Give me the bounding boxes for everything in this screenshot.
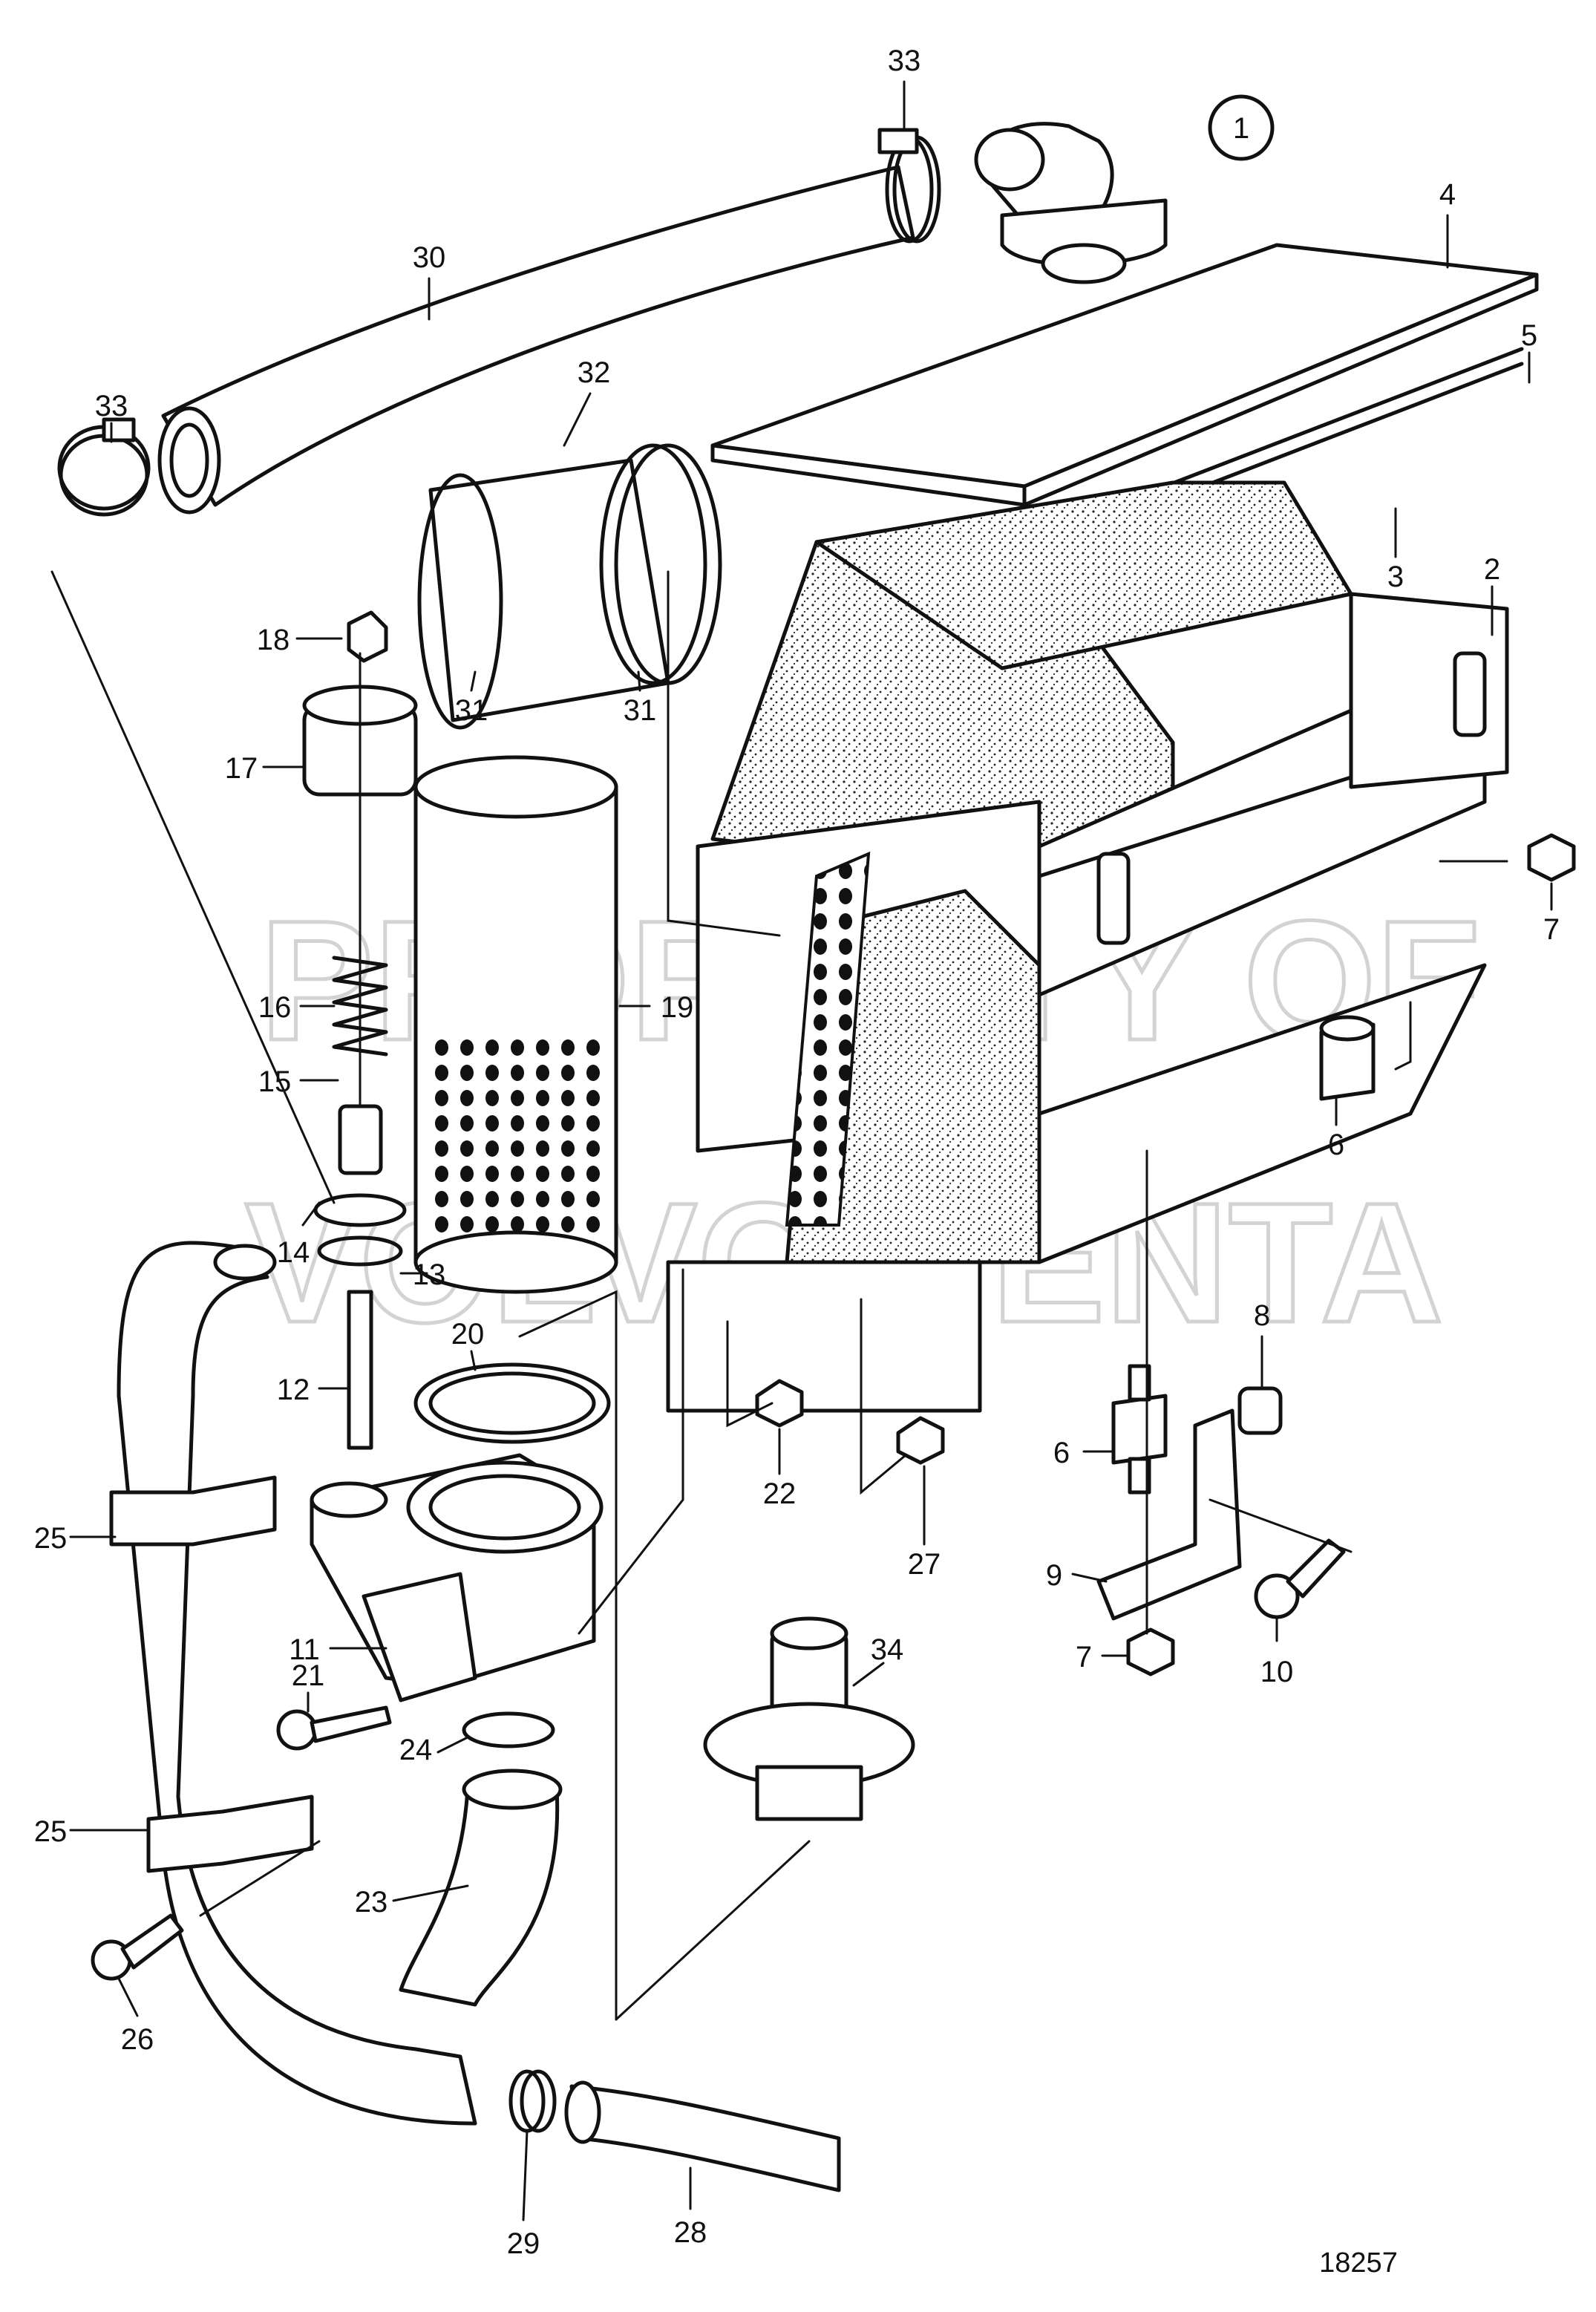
mount-6-lower	[1111, 1364, 1168, 1495]
callout-18: 18	[257, 624, 290, 656]
o-ring-24	[462, 1711, 555, 1748]
callout-10: 10	[1260, 1656, 1294, 1688]
callout-leaders	[69, 80, 1553, 2221]
callout-34: 34	[871, 1633, 904, 1666]
assembly-lines	[50, 570, 1508, 2021]
reference-number: 18257	[1319, 2247, 1398, 2279]
callout-29: 29	[507, 2227, 540, 2260]
base-bracket-11	[310, 1453, 604, 1702]
callout-6-right: 6	[1328, 1129, 1344, 1161]
callout-25-lower: 25	[34, 1815, 68, 1848]
hose-clamp-33-left	[57, 417, 151, 517]
callout-31-left: 31	[455, 694, 488, 727]
callout-26: 26	[121, 2023, 154, 2056]
callout-6-lower: 6	[1053, 1437, 1070, 1469]
valve-34	[703, 1616, 915, 1821]
bolt-21	[276, 1705, 392, 1751]
intake-connector-32	[417, 443, 722, 730]
latch-2	[1096, 651, 1487, 945]
callout-5: 5	[1521, 319, 1537, 352]
callout-8: 8	[1254, 1299, 1270, 1332]
callout-15: 15	[258, 1065, 292, 1098]
callout-23: 23	[355, 1886, 388, 1918]
pipe-23	[399, 1769, 563, 2007]
hose-clamp-33-top	[877, 128, 941, 244]
callout-2: 2	[1484, 553, 1500, 586]
clamp-29	[508, 2069, 557, 2133]
callout-28: 28	[674, 2216, 707, 2249]
callout-27: 27	[908, 1548, 941, 1581]
callout-30: 30	[413, 241, 446, 274]
callout-4: 4	[1439, 178, 1456, 211]
callout-9: 9	[1046, 1559, 1062, 1592]
nuts-22-27	[755, 1379, 945, 1465]
callout-11: 11	[289, 1633, 320, 1666]
callout-14: 14	[277, 1236, 310, 1269]
callout-labels: 33 33 30 32 31 31 4 5 3 2 7 18 17 16 19 …	[34, 45, 1560, 2260]
filter-element-19	[413, 755, 618, 1294]
nut-7-upper	[1527, 833, 1576, 882]
pipe-25	[109, 1241, 477, 2126]
bracket-9	[1096, 1408, 1242, 1621]
mount-6-right	[1319, 1015, 1376, 1101]
bolt-26	[91, 1913, 184, 1981]
callout-3: 3	[1387, 561, 1404, 593]
elbow-cap	[974, 122, 1168, 284]
bolt-10	[1254, 1538, 1346, 1619]
callout-19: 19	[661, 991, 694, 1024]
hose-28	[564, 2080, 841, 2192]
view-number-marker: 1	[1208, 94, 1275, 161]
lid-4	[710, 243, 1539, 507]
nut-7-lower	[1126, 1627, 1175, 1676]
callout-13: 13	[413, 1258, 446, 1291]
callout-32: 32	[578, 356, 611, 389]
filter-housing	[666, 480, 1509, 1413]
callout-16: 16	[258, 991, 292, 1024]
callout-25-upper: 25	[34, 1522, 68, 1555]
callout-12: 12	[277, 1374, 310, 1406]
callout-22: 22	[763, 1477, 797, 1510]
callout-17: 17	[225, 752, 258, 785]
spacer-8	[1237, 1386, 1283, 1435]
mounting-stack	[302, 610, 418, 1450]
callout-24: 24	[399, 1734, 433, 1766]
callout-21: 21	[292, 1659, 325, 1692]
callout-33-top: 33	[888, 45, 921, 77]
hose-30	[157, 165, 915, 515]
callout-20: 20	[451, 1318, 485, 1351]
callout-7-upper: 7	[1543, 913, 1560, 946]
view-number: 1	[1233, 112, 1249, 145]
callout-7-lower: 7	[1076, 1641, 1092, 1673]
callout-31-right: 31	[624, 694, 657, 727]
o-ring-20	[413, 1362, 611, 1444]
callout-33-left: 33	[95, 390, 128, 422]
